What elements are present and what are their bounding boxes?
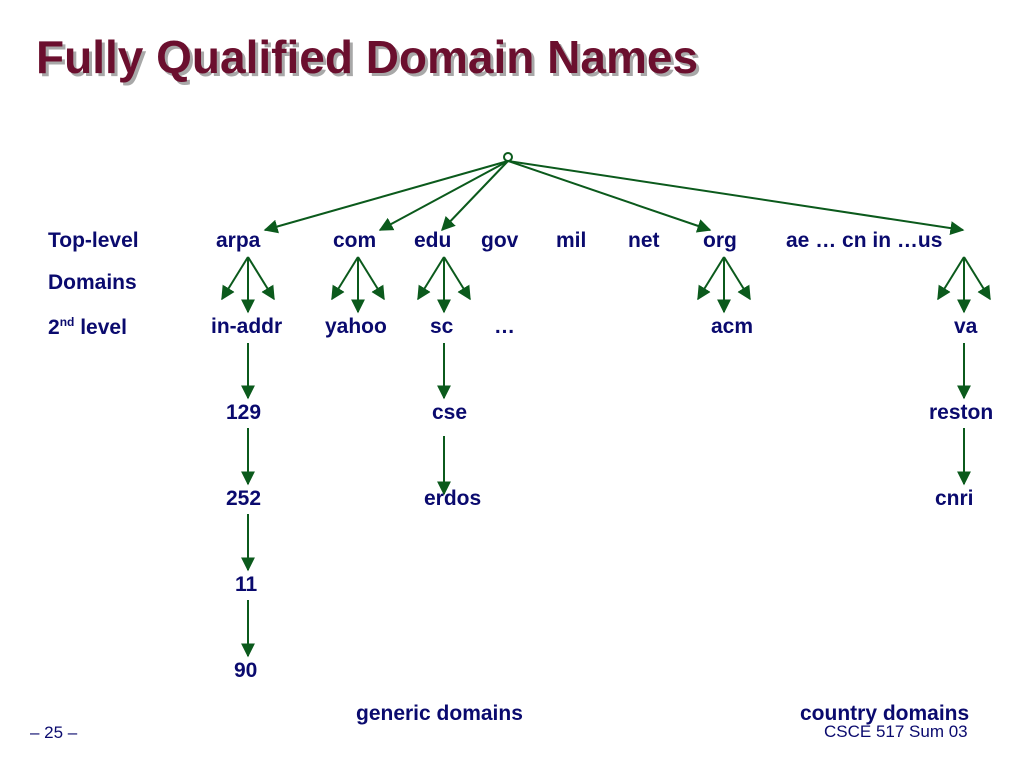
edge-root-edu xyxy=(441,160,509,232)
group-label-country: country domains xyxy=(800,702,970,725)
tld-arpa: arpa xyxy=(216,229,261,252)
tld-gov: gov xyxy=(481,229,519,252)
node-reston: reston xyxy=(929,401,994,424)
second-level-word: level xyxy=(74,316,127,339)
edge-root-us xyxy=(507,160,965,236)
sld-ellipsis: … xyxy=(494,315,515,338)
node-cnri: cnri xyxy=(935,487,974,510)
edge-org-left xyxy=(697,256,725,301)
tld-country-list: ae … cn in …us xyxy=(786,229,943,252)
tld-net: net xyxy=(628,229,660,252)
edge-arpa-right xyxy=(247,256,275,301)
tld-edu: edu xyxy=(414,229,452,252)
edge-arpa-left xyxy=(221,256,249,301)
edge-root-org xyxy=(507,160,712,233)
tld-org: org xyxy=(703,229,737,252)
node-erdos: erdos xyxy=(424,487,482,510)
tld-com: com xyxy=(333,229,377,252)
sld-in-addr: in-addr xyxy=(211,315,283,338)
node-90: 90 xyxy=(234,659,258,682)
sld-acm: acm xyxy=(711,315,754,338)
edge-root-com xyxy=(378,160,509,231)
edge-root-arpa xyxy=(263,160,509,234)
edge-us-right xyxy=(963,256,991,301)
sld-va: va xyxy=(954,315,978,338)
sld-sc: sc xyxy=(430,315,454,338)
node-11: 11 xyxy=(235,573,258,596)
edge-com-left xyxy=(331,256,359,301)
edge-us-left xyxy=(937,256,965,301)
root-node xyxy=(503,152,513,162)
second-level-number: 2 xyxy=(48,316,60,339)
sld-yahoo: yahoo xyxy=(325,315,387,338)
second-level-sup: nd xyxy=(59,315,75,329)
row-label-domains: Domains xyxy=(48,271,137,294)
tld-mil: mil xyxy=(556,229,587,252)
course-label: CSCE 517 Sum 03 xyxy=(824,722,968,741)
group-label-generic: generic domains xyxy=(356,702,523,725)
row-label-second-level: 2nd level xyxy=(48,315,127,340)
node-252: 252 xyxy=(226,487,262,510)
edge-com-right xyxy=(357,256,385,301)
edge-edu-left xyxy=(417,256,445,301)
edge-org-right xyxy=(723,256,751,301)
edge-edu-right xyxy=(443,256,471,301)
node-129: 129 xyxy=(226,401,262,424)
node-cse: cse xyxy=(432,401,468,424)
slide-title: Fully Qualified Domain Names xyxy=(36,31,699,83)
row-label-top-level: Top-level xyxy=(48,229,139,252)
page-number: – 25 – xyxy=(30,723,78,742)
